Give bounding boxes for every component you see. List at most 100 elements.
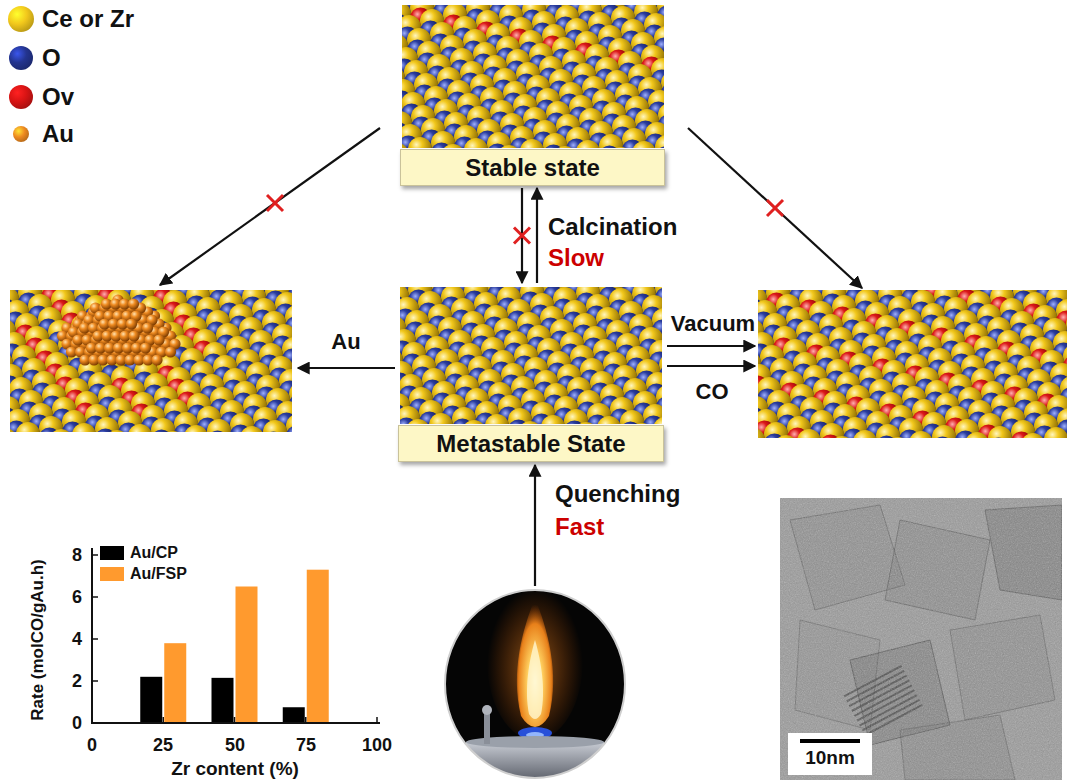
atom bbox=[240, 426, 264, 432]
atom bbox=[886, 437, 910, 438]
atom bbox=[553, 146, 577, 148]
bar bbox=[236, 587, 258, 724]
atom bbox=[932, 437, 953, 439]
atom bbox=[485, 414, 509, 424]
tick-label: 6 bbox=[72, 587, 82, 607]
process-label: Quenching bbox=[555, 480, 680, 507]
atom bbox=[609, 147, 633, 148]
illustration-part bbox=[780, 498, 1062, 780]
flame-photo bbox=[440, 580, 630, 783]
au-atom bbox=[128, 298, 139, 309]
legend-text: Au bbox=[42, 120, 74, 148]
arrow bbox=[667, 365, 755, 367]
atom bbox=[408, 137, 432, 148]
arrow bbox=[688, 128, 862, 288]
label-box: 50 bbox=[225, 735, 245, 756]
au-atom bbox=[153, 334, 164, 345]
process-label: Au bbox=[331, 329, 360, 354]
atom-swatch bbox=[8, 6, 34, 32]
label-box: Vacuum bbox=[671, 311, 755, 337]
label-box: 6 bbox=[72, 587, 82, 608]
atom bbox=[497, 145, 521, 148]
cross-mark bbox=[267, 195, 283, 211]
atom bbox=[965, 432, 989, 438]
legend-text: Ov bbox=[42, 83, 74, 111]
label-box: 10nm bbox=[805, 747, 855, 769]
label-box: 8 bbox=[72, 545, 82, 566]
x-axis bbox=[91, 722, 380, 724]
label-box: 25 bbox=[153, 735, 173, 756]
tick-label: 8 bbox=[72, 545, 82, 565]
atom bbox=[402, 143, 409, 148]
legend-entry: Ov bbox=[8, 83, 74, 111]
process-label: Calcination bbox=[548, 213, 677, 240]
legend-entry: Au/FSP bbox=[100, 565, 187, 583]
atom bbox=[1044, 427, 1067, 438]
atom bbox=[10, 428, 17, 432]
y-axis bbox=[91, 548, 93, 724]
label-box: 0 bbox=[87, 735, 97, 756]
label-box: Slow bbox=[548, 244, 604, 272]
illustration-part bbox=[484, 712, 490, 744]
atom bbox=[429, 413, 453, 424]
scale-bar-ground bbox=[788, 733, 872, 775]
au-atom bbox=[165, 346, 176, 357]
au-atom bbox=[151, 354, 162, 365]
atom bbox=[830, 436, 854, 438]
atom bbox=[520, 139, 544, 148]
legend-swatch-holder bbox=[8, 6, 34, 32]
atom bbox=[16, 422, 40, 432]
tick bbox=[92, 596, 98, 598]
legend-swatch-holder bbox=[8, 85, 34, 109]
arrow bbox=[667, 345, 755, 347]
tick-label: 50 bbox=[225, 735, 245, 755]
bar bbox=[283, 707, 305, 723]
photo-frame bbox=[445, 590, 625, 778]
atom-swatch bbox=[13, 126, 29, 142]
tick bbox=[376, 717, 378, 723]
atom bbox=[876, 436, 897, 439]
axis-title: Zr content (%) bbox=[171, 758, 299, 779]
atom bbox=[988, 438, 1009, 439]
tick-label: 2 bbox=[72, 671, 82, 691]
atom bbox=[207, 431, 228, 433]
label-box: 4 bbox=[72, 629, 82, 650]
cross-stroke bbox=[767, 200, 783, 216]
cross-mark bbox=[514, 228, 530, 244]
atom bbox=[909, 431, 933, 438]
scale-bar bbox=[800, 739, 860, 743]
tick-label: 0 bbox=[72, 713, 82, 733]
state-panel: Metastable State bbox=[398, 285, 664, 462]
atom bbox=[462, 420, 486, 424]
state-arrow bbox=[536, 188, 538, 283]
atom bbox=[574, 422, 598, 424]
atom bbox=[632, 141, 656, 148]
cross-stroke bbox=[514, 228, 530, 244]
legend-entry: Ce or Zr bbox=[8, 5, 134, 33]
atom bbox=[774, 435, 798, 438]
stable-surface bbox=[402, 5, 664, 148]
process-label: CO bbox=[696, 379, 729, 404]
atom bbox=[597, 416, 621, 424]
bar bbox=[307, 570, 329, 723]
tick-label: 75 bbox=[296, 735, 316, 755]
atom bbox=[263, 432, 284, 433]
state-label: Stable state bbox=[400, 149, 665, 186]
atom bbox=[441, 144, 465, 148]
atom bbox=[161, 431, 185, 432]
label-box: Zr content (%) bbox=[171, 758, 299, 780]
state-label: Metastable State bbox=[398, 425, 664, 462]
atom bbox=[286, 426, 292, 433]
atom bbox=[988, 426, 1012, 438]
atom bbox=[576, 140, 600, 148]
atom bbox=[128, 424, 152, 432]
tick bbox=[91, 717, 93, 723]
atom bbox=[72, 423, 96, 432]
scale-label: 10nm bbox=[805, 747, 855, 768]
tem-image bbox=[780, 498, 1062, 780]
rate-word: Fast bbox=[555, 513, 604, 540]
illustration-part bbox=[482, 705, 492, 715]
arrow bbox=[534, 465, 536, 586]
atom bbox=[406, 419, 430, 424]
label-box: Fast bbox=[555, 513, 604, 541]
